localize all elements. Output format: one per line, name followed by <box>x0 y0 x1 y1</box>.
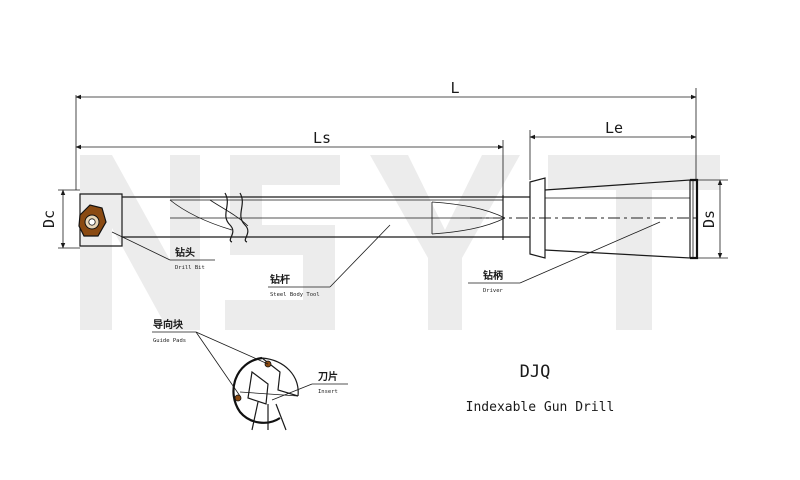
dimension-le-label: Le <box>605 119 623 137</box>
driver-label-cn: 钻柄 <box>483 269 503 282</box>
product-description: Indexable Gun Drill <box>466 400 615 415</box>
product-code: DJQ <box>520 362 551 382</box>
driver-label-en: Driver <box>483 288 504 294</box>
guide-pads-label-en: Guide Pads <box>153 338 186 344</box>
dimension-l: L <box>75 79 697 190</box>
insert-label-cn: 刀片 <box>318 370 338 383</box>
callout-guide-pads: 导向块 Guide Pads <box>153 318 186 344</box>
callout-driver: 钻柄 Driver <box>468 221 661 294</box>
callout-steel-body: 钻杆 Steel Body Tool <box>268 224 391 298</box>
dimension-l-label: L <box>450 79 459 97</box>
dimension-ls: Ls <box>75 129 504 205</box>
drill-bit-label-en: Drill Bit <box>175 265 205 271</box>
dimension-ds: Ds <box>696 179 728 259</box>
steel-body-label-en: Steel Body Tool <box>270 292 320 298</box>
callout-drill-bit: 钻头 Drill Bit <box>111 231 215 271</box>
watermark-logo <box>80 155 720 330</box>
drill-bit-label-cn: 钻头 <box>175 246 195 259</box>
drill-head-insert <box>78 204 107 237</box>
dimension-le: Le <box>529 119 697 180</box>
guide-pads-label-cn: 导向块 <box>153 318 184 331</box>
callout-insert: 刀片 Insert <box>318 370 338 395</box>
steel-body-label-cn: 钻杆 <box>270 273 290 286</box>
dimension-ds-label: Ds <box>700 210 718 228</box>
dimension-dc-label: Dc <box>40 210 58 228</box>
dimension-dc: Dc <box>40 189 80 249</box>
dimension-ls-label: Ls <box>313 129 331 147</box>
insert-label-en: Insert <box>318 389 338 395</box>
head-end-view <box>152 331 348 431</box>
